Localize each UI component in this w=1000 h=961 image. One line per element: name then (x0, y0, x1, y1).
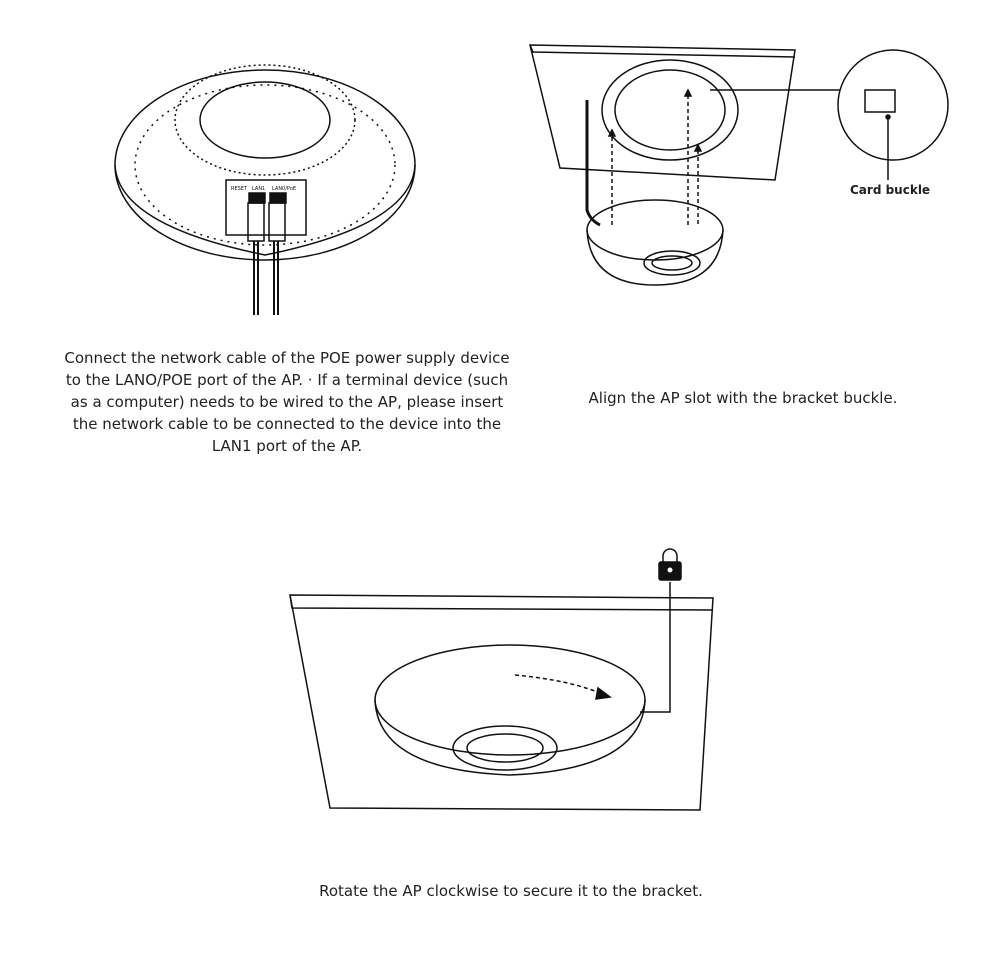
lan0-label: LAN0/PoE (272, 186, 296, 192)
reset-label: RESET (231, 186, 248, 192)
ap-bottom-view-illustration: RESET LAN1 LAN0/PoE (114, 64, 416, 315)
rotate-ap-illustration (289, 548, 714, 811)
lan1-label: LAN1 (252, 186, 265, 192)
step1-caption: Connect the network cable of the POE pow… (64, 349, 510, 455)
lock-icon (658, 548, 682, 581)
step2-caption: Align the AP slot with the bracket buckl… (588, 389, 898, 407)
card-buckle-label: Card buckle (850, 183, 931, 197)
step3-caption: Rotate the AP clockwise to secure it to … (319, 882, 703, 900)
bracket-alignment-illustration (529, 44, 949, 286)
